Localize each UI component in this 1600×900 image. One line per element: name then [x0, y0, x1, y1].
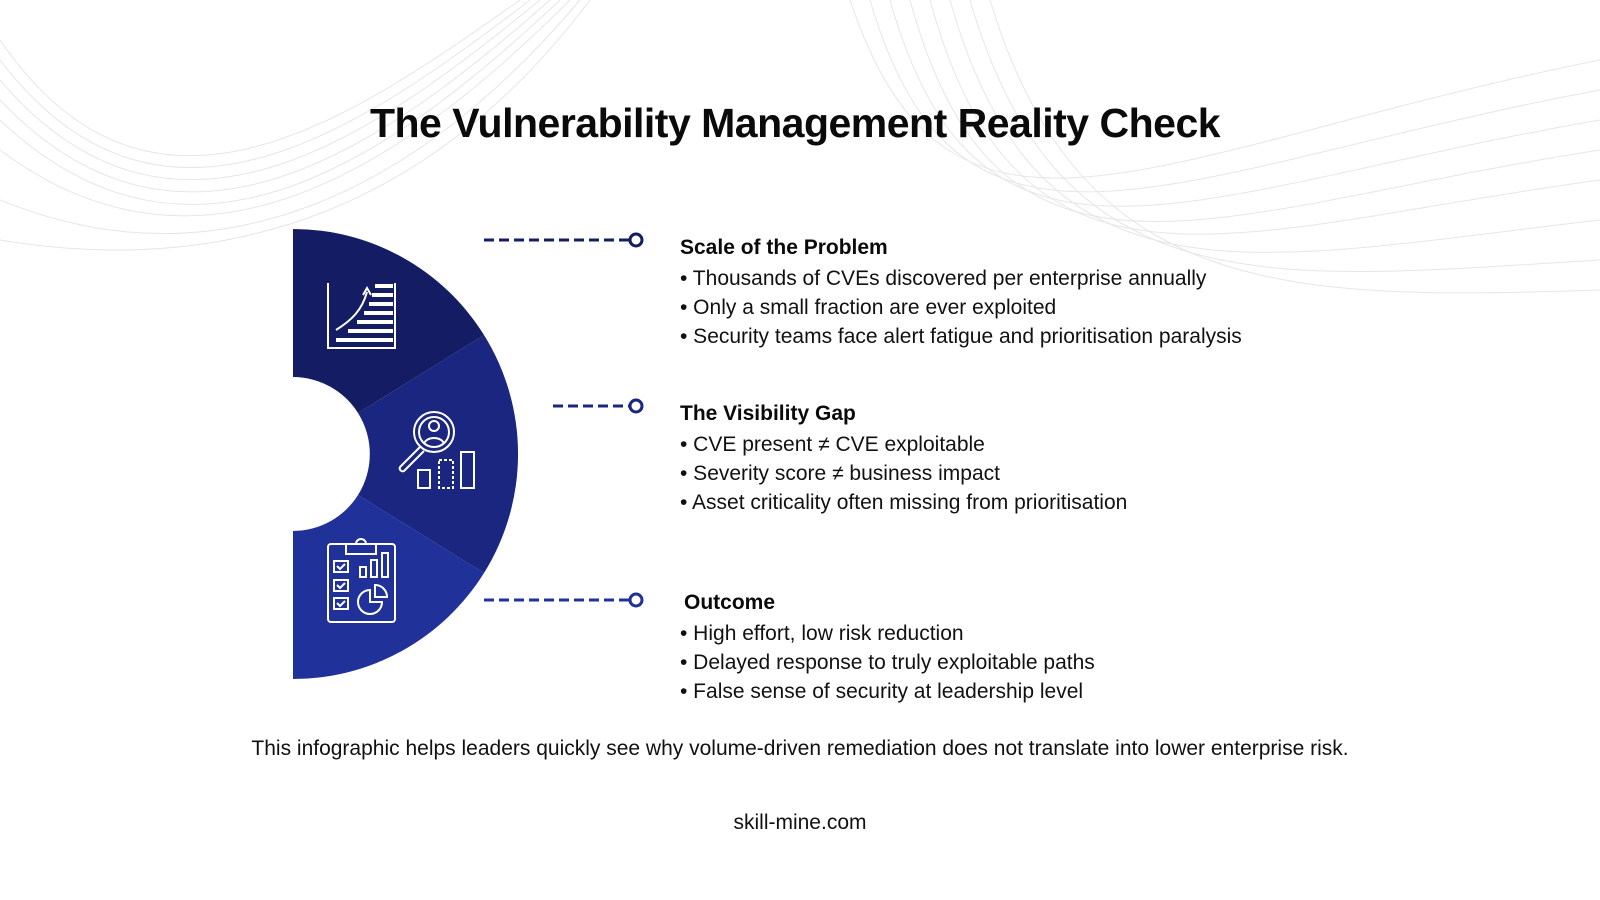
magnifier-person-chart-icon — [398, 411, 475, 489]
section-heading: The Visibility Gap — [680, 402, 856, 425]
bullet-item: • Delayed response to truly exploitable … — [680, 651, 1095, 674]
bullet-item: • Thousands of CVEs discovered per enter… — [680, 267, 1207, 290]
bullet-item: • Severity score ≠ business impact — [680, 462, 1000, 485]
section-scale-of-problem: Scale of the Problem • Thousands of CVEs… — [680, 236, 1242, 351]
bullet-item: • Security teams face alert fatigue and … — [680, 325, 1242, 348]
section-heading: Outcome — [684, 591, 776, 614]
page-title: The Vulnerability Management Reality Che… — [369, 100, 1221, 146]
bullet-item: • High effort, low risk reduction — [680, 622, 964, 645]
segment-outcome — [293, 495, 484, 679]
growth-chart-icon — [327, 283, 396, 349]
section-heading: Scale of the Problem — [680, 236, 888, 259]
section-outcome: Outcome • High effort, low risk reductio… — [680, 591, 1095, 706]
connector-visibility — [553, 398, 644, 414]
bullet-item: • Asset criticality often missing from p… — [680, 491, 1128, 514]
connector-outcome — [484, 592, 644, 608]
bullet-item: • False sense of security at leadership … — [680, 680, 1084, 703]
clipboard-report-icon — [327, 538, 396, 623]
section-visibility-gap: The Visibility Gap • CVE present ≠ CVE e… — [680, 402, 1127, 517]
bullet-item: • CVE present ≠ CVE exploitable — [680, 433, 985, 456]
connector-scale — [484, 232, 644, 248]
bullet-item: • Only a small fraction are ever exploit… — [680, 296, 1057, 319]
segment-visibility — [358, 335, 519, 573]
footer-note: This infographic helps leaders quickly s… — [251, 737, 1349, 760]
website-link[interactable]: skill-mine.com — [733, 811, 867, 834]
